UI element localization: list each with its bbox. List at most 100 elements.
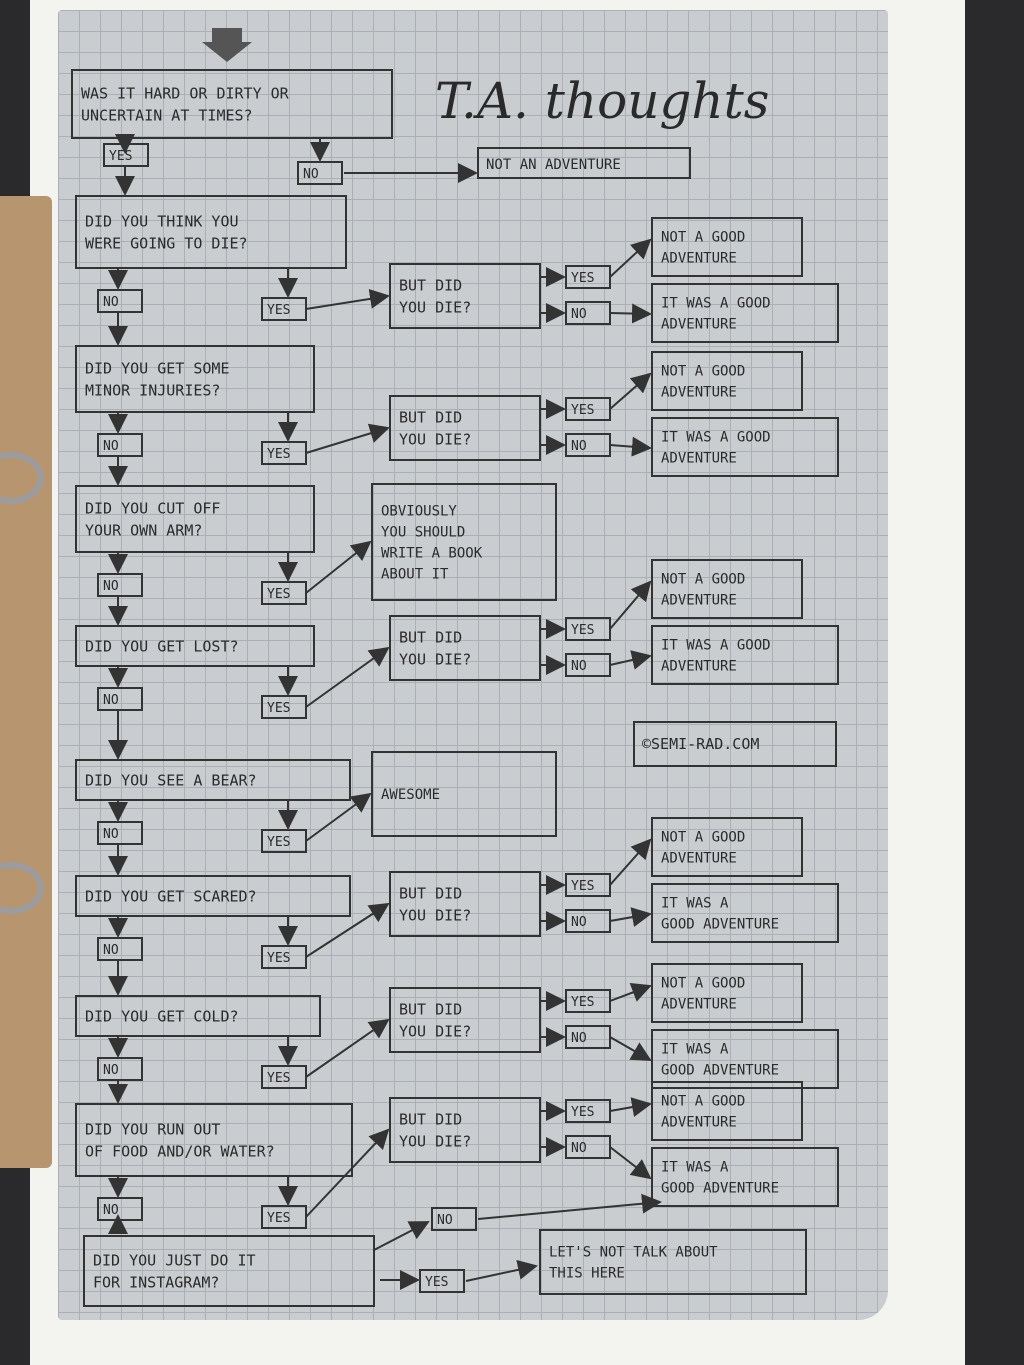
no-tag-text: NO [103, 295, 119, 310]
yes-tag-text: YES [267, 1071, 290, 1086]
question-box [75, 625, 315, 667]
write-a-book-box-text: WRITE A BOOK [381, 545, 483, 561]
not-good-adventure-box [651, 217, 803, 277]
good-adventure-box-text: GOOD ADVENTURE [661, 916, 779, 932]
question-box-text: YOUR OWN ARM? [85, 521, 202, 539]
good-adventure-box-text: IT WAS A [661, 1159, 729, 1175]
last-question-box [83, 1235, 375, 1307]
good-adventure-box-text: IT WAS A GOOD [661, 429, 771, 445]
arrow [609, 907, 652, 927]
write-a-book-box [371, 483, 557, 601]
no-tag-text: NO [103, 1063, 119, 1078]
followup-box [389, 871, 541, 937]
followup-yes-tag-text: YES [571, 879, 594, 894]
yes-tag-text: YES [267, 1211, 290, 1226]
arrow [609, 372, 652, 410]
awesome-box-text: AWESOME [381, 787, 440, 803]
question-box-text: DID YOU GET COLD? [85, 1007, 239, 1025]
start-no-tag-text: NO [303, 167, 319, 182]
binder-ring-icon [0, 862, 44, 914]
last-yes-tag-text: YES [425, 1275, 448, 1290]
no-tag [97, 289, 143, 313]
question-box [75, 485, 315, 553]
arrow [609, 1097, 652, 1117]
followup-box-text: YOU DIE? [399, 906, 471, 924]
followup-box-text: BUT DID [399, 408, 462, 426]
followup-box [389, 987, 541, 1053]
binder-ring-icon [0, 452, 44, 504]
yes-tag-text: YES [267, 835, 290, 850]
question-box [75, 1103, 353, 1177]
question-box-text: WERE GOING TO DIE? [85, 234, 248, 252]
good-adventure-box [651, 625, 839, 685]
lets-not-talk-box-text: LET'S NOT TALK ABOUT [549, 1244, 718, 1260]
yes-tag-text: YES [267, 447, 290, 462]
not-good-adventure-box [651, 963, 803, 1023]
no-tag [97, 687, 143, 711]
question-box-text: DID YOU RUN OUT [85, 1120, 220, 1138]
not-good-adventure-box [651, 559, 803, 619]
not-good-adventure-box-text: ADVENTURE [661, 1114, 737, 1130]
good-adventure-box-text: GOOD ADVENTURE [661, 1062, 779, 1078]
question-box-text: DID YOU CUT OFF [85, 499, 220, 517]
last-no-tag-text: NO [437, 1213, 453, 1228]
good-adventure-box-text: IT WAS A GOOD [661, 295, 771, 311]
followup-box-text: BUT DID [399, 628, 462, 646]
awesome-box [371, 751, 557, 837]
start-question-box-text: UNCERTAIN AT TIMES? [81, 106, 253, 124]
question-box-text: MINOR INJURIES? [85, 381, 220, 399]
write-a-book-box-text: YOU SHOULD [381, 524, 465, 540]
arrow [609, 1146, 652, 1180]
arrow [305, 792, 372, 842]
arrow [609, 650, 652, 670]
followup-no-tag-text: NO [571, 1031, 587, 1046]
lets-not-talk-box-text: THIS HERE [549, 1265, 625, 1281]
not-good-adventure-box-text: NOT A GOOD [661, 1093, 745, 1109]
binder-tab [0, 196, 52, 1168]
good-adventure-box [651, 283, 839, 343]
not-good-adventure-box-text: ADVENTURE [661, 250, 737, 266]
credit-box [633, 721, 837, 767]
not-an-adventure-text: NOT AN ADVENTURE [486, 157, 621, 173]
arrow [477, 1193, 662, 1220]
followup-box-text: YOU DIE? [399, 298, 471, 316]
question-box [75, 345, 315, 413]
good-adventure-box-text: GOOD ADVENTURE [661, 1180, 779, 1196]
write-a-book-box-text: OBVIOUSLY [381, 503, 457, 519]
followup-box-text: BUT DID [399, 884, 462, 902]
start-no-tag [297, 161, 343, 185]
followup-box-text: YOU DIE? [399, 1022, 471, 1040]
not-good-adventure-box-text: ADVENTURE [661, 850, 737, 866]
no-tag-text: NO [103, 943, 119, 958]
good-adventure-box [651, 1029, 839, 1089]
question-box [75, 759, 351, 801]
not-an-adventure-box [477, 147, 691, 179]
not-good-adventure-box [651, 817, 803, 877]
good-adventure-box [651, 417, 839, 477]
arrow [609, 303, 652, 324]
followup-yes-tag-text: YES [571, 271, 594, 286]
good-adventure-box-text: ADVENTURE [661, 316, 737, 332]
followup-no-tag-text: NO [571, 915, 587, 930]
not-good-adventure-box-text: NOT A GOOD [661, 229, 745, 245]
question-box-text: DID YOU SEE A BEAR? [85, 771, 257, 789]
good-adventure-box-text: ADVENTURE [661, 450, 737, 466]
question-box-text: DID YOU GET SOME [85, 359, 230, 377]
no-tag [97, 433, 143, 457]
good-adventure-box-text: ADVENTURE [661, 658, 737, 674]
credit-text: ©SEMI-RAD.COM [642, 735, 759, 753]
followup-box-text: BUT DID [399, 1000, 462, 1018]
yes-tag-text: YES [267, 303, 290, 318]
arrow [305, 423, 390, 454]
followup-box [389, 263, 541, 329]
start-question-box [71, 69, 393, 139]
question-box [75, 995, 321, 1037]
question-box-text: OF FOOD AND/OR WATER? [85, 1142, 275, 1160]
arrow [609, 838, 652, 886]
last-question-box-text: FOR INSTAGRAM? [93, 1273, 219, 1291]
no-tag-text: NO [103, 579, 119, 594]
question-box-text: DID YOU THINK YOU [85, 212, 239, 230]
followup-box [389, 1097, 541, 1163]
arrow [609, 1036, 652, 1061]
